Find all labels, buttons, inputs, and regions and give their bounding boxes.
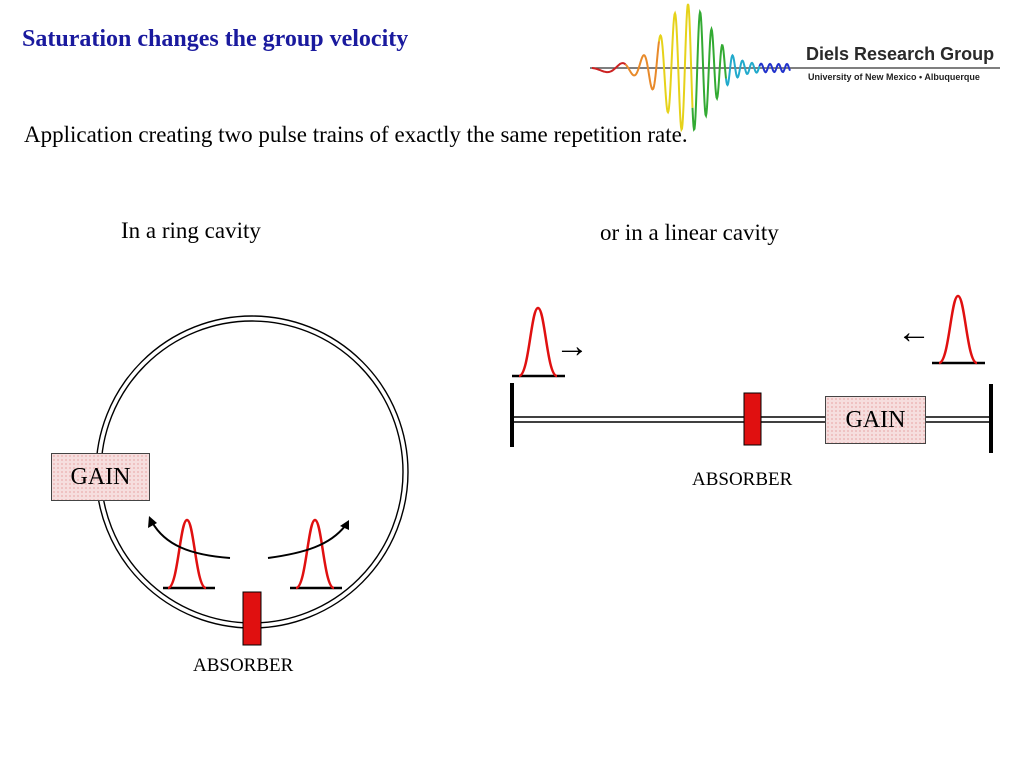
logo-wave-segment [592, 62, 627, 74]
linear-gain-box: GAIN [825, 396, 926, 444]
linear-pulse-right [932, 294, 985, 365]
ring-absorber [242, 591, 262, 646]
logo-waveform-icon [590, 3, 1000, 133]
logo-affiliation: University of New Mexico • Albuquerque [808, 72, 980, 82]
logo-title: Diels Research Group [806, 44, 995, 64]
linear-absorber-label: ABSORBER [692, 469, 793, 490]
ring-absorber-label: ABSORBER [193, 655, 294, 676]
logo-wave-segment [691, 9, 727, 132]
ring-pulse-left [163, 518, 215, 590]
arrow-left-icon: ← [897, 314, 931, 351]
slide-title: Saturation changes the group velocity [22, 26, 409, 52]
ring-arrow-right-curve-icon [267, 520, 349, 559]
ring-pulse-right [290, 518, 342, 590]
ring-cavity-label: In a ring cavity [121, 218, 261, 243]
logo-wave-segment [758, 62, 791, 74]
arrow-right-icon: → [555, 328, 589, 365]
linear-absorber [743, 392, 762, 446]
logo-wave-segment [624, 41, 660, 91]
logo-wave-segment [658, 3, 694, 133]
ring-gain-box: GAIN [51, 453, 150, 501]
slide-subtitle: Application creating two pulse trains of… [24, 122, 688, 147]
linear-pulse-left [512, 306, 565, 378]
logo-wave-segment [725, 53, 761, 87]
ring-arrow-left-curve-icon [148, 516, 231, 559]
linear-cavity-label: or in a linear cavity [600, 220, 779, 245]
